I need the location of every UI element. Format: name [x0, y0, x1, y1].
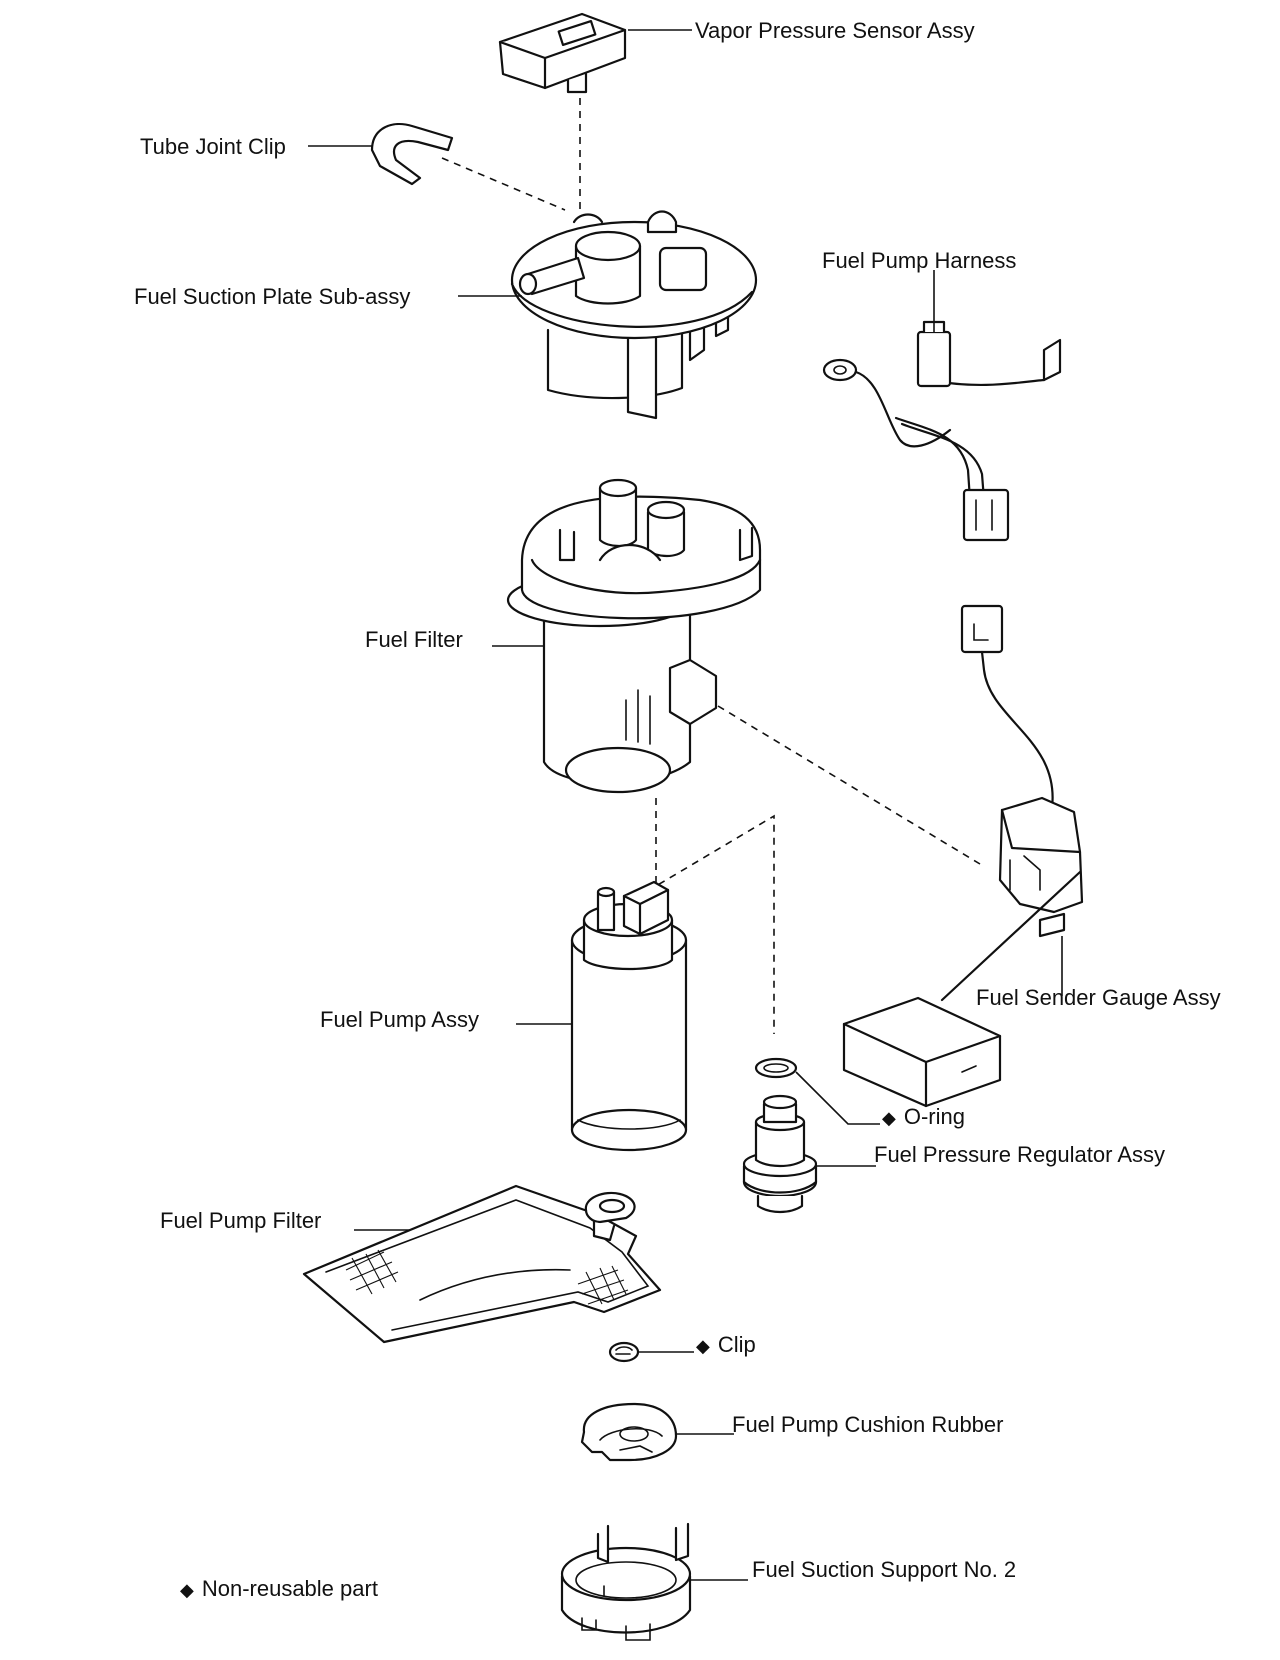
label-tube-joint-clip: Tube Joint Clip — [140, 134, 286, 159]
clip-drawing — [608, 1341, 640, 1363]
fuel-pressure-regulator-drawing — [742, 1094, 818, 1214]
tube-joint-clip-drawing — [370, 122, 454, 186]
label-fuel-pump-filter: Fuel Pump Filter — [160, 1208, 322, 1233]
fuel-pump-assy-drawing — [570, 880, 688, 1152]
legend-text: Non-reusable part — [201, 1576, 378, 1601]
vapor-pressure-sensor-drawing — [498, 12, 627, 94]
label-fuel-filter: Fuel Filter — [365, 627, 463, 652]
o-ring-drawing — [754, 1057, 798, 1079]
filter-mesh-left — [345, 1249, 399, 1295]
label-o-ring: ◆ O-ring — [882, 1104, 965, 1131]
fuel-filter-drawing — [506, 478, 762, 794]
fuel-suction-plate-drawing — [510, 210, 758, 420]
legend-non-reusable-part: ◆ Non-reusable part — [180, 1576, 378, 1603]
fuel-sender-gauge-drawing — [842, 604, 1084, 1108]
fuel-suction-support-drawing — [560, 1522, 692, 1641]
non-reusable-diamond-icon: ◆ — [180, 1580, 194, 1600]
filter-mesh-right — [577, 1265, 629, 1305]
label-fuel-pump-cushion-rubber: Fuel Pump Cushion Rubber — [732, 1412, 1004, 1437]
label-fuel-suction-support: Fuel Suction Support No. 2 — [752, 1557, 1017, 1582]
label-clip: ◆ Clip — [696, 1332, 756, 1359]
non-reusable-diamond-icon: ◆ — [696, 1336, 710, 1356]
fuel-pump-cushion-rubber-drawing — [580, 1402, 678, 1462]
label-vapor-pressure-sensor: Vapor Pressure Sensor Assy — [695, 18, 975, 43]
label-fuel-pump-harness: Fuel Pump Harness — [822, 248, 1017, 273]
fuel-pump-filter-drawing — [302, 1184, 662, 1344]
non-reusable-diamond-icon: ◆ — [882, 1108, 896, 1128]
fuel-pump-harness-drawing — [822, 320, 1062, 542]
label-fuel-sender-gauge: Fuel Sender Gauge Assy — [976, 985, 1221, 1010]
label-fuel-pump-assy: Fuel Pump Assy — [320, 1007, 479, 1032]
clip-text: Clip — [717, 1332, 756, 1357]
label-fuel-pressure-regulator: Fuel Pressure Regulator Assy — [874, 1142, 1166, 1167]
o-ring-text: O-ring — [903, 1104, 965, 1129]
label-fuel-suction-plate: Fuel Suction Plate Sub-assy — [134, 284, 411, 309]
